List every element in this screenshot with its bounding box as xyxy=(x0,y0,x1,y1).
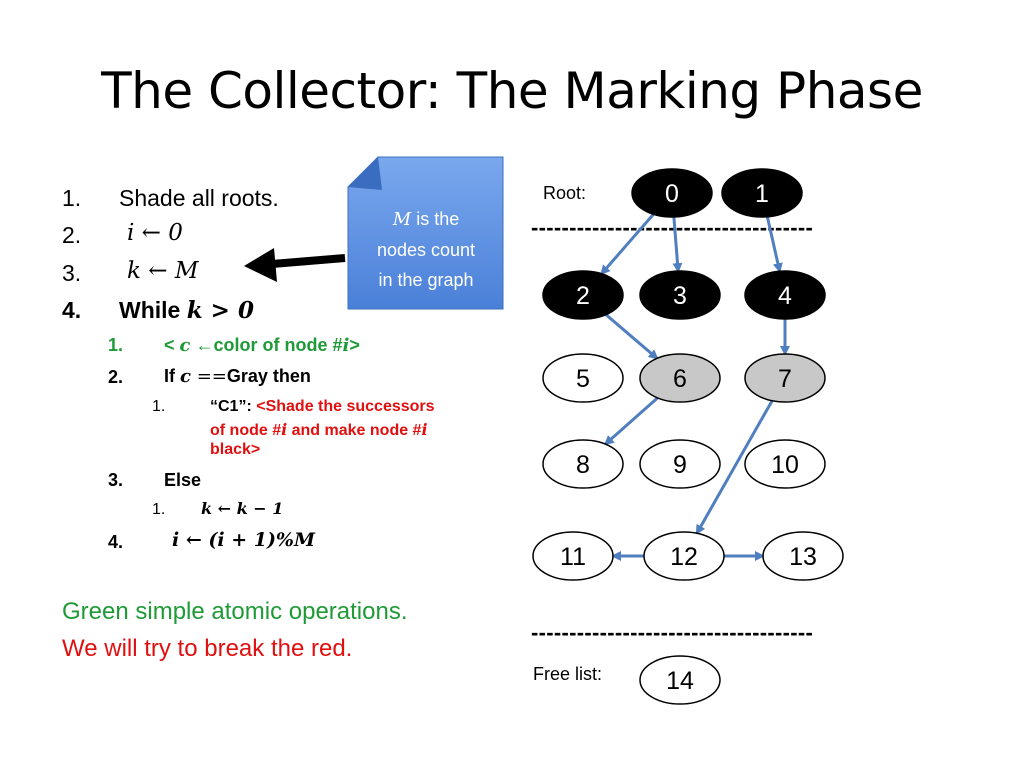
node-0-shape xyxy=(631,168,713,218)
node-1-shape xyxy=(721,168,803,218)
node-11: 11 xyxy=(532,531,614,581)
node-8-shape xyxy=(542,439,624,489)
node-6-label: 6 xyxy=(673,365,687,393)
step-number: 3. xyxy=(62,260,82,286)
edge-1-to-4 xyxy=(765,216,783,274)
node-13-label: 13 xyxy=(789,543,817,571)
pointer-arrow-shaft xyxy=(271,254,346,268)
substep-3-1-math: k ← k − 1 xyxy=(201,499,284,518)
node-7-label: 7 xyxy=(778,365,792,393)
step-1-text: Shade all roots. xyxy=(119,185,279,211)
substep-number: 1. xyxy=(108,335,124,355)
edge-0-to-3 xyxy=(672,216,683,274)
substep-1-text: < c ←color of node #i> xyxy=(164,335,360,356)
root-label: Root: xyxy=(543,183,587,203)
substep-number: 3. xyxy=(108,470,124,490)
callout-text: M is the nodes count in the graph xyxy=(355,204,497,295)
substep-3-text: Else xyxy=(164,470,202,490)
edge-0-to-2 xyxy=(600,213,655,276)
step-4-text: While k > 0 xyxy=(119,297,254,324)
node-8-label: 8 xyxy=(576,451,590,479)
substep-4-math: i ← (i + 1)%M xyxy=(172,529,316,551)
free-list-divider: ------------------------------------- xyxy=(531,620,814,645)
step-2-math: i ← 0 xyxy=(127,220,183,246)
substep-number: 1. xyxy=(152,398,166,415)
node-0: 0 xyxy=(631,168,713,218)
step-number: 2. xyxy=(62,222,82,248)
node-8: 8 xyxy=(542,439,624,489)
node-9-shape xyxy=(639,439,721,489)
substep-number: 1. xyxy=(152,501,166,518)
node-14-label: 14 xyxy=(666,667,694,695)
node-5-shape xyxy=(542,353,624,403)
free-list-label: Free list: xyxy=(533,664,603,684)
green-note: Green simple atomic operations. xyxy=(62,598,408,625)
node-1: 1 xyxy=(721,168,803,218)
node-4-label: 4 xyxy=(778,282,792,310)
step-3-math: k ← M xyxy=(127,258,199,284)
node-12-label: 12 xyxy=(670,543,698,571)
root-divider: ------------------------------------- xyxy=(531,215,814,240)
node-13-shape xyxy=(762,531,844,581)
step-4-label: While xyxy=(119,297,181,323)
node-0-label: 0 xyxy=(665,180,679,208)
edge-2-to-6 xyxy=(604,313,659,360)
callout-line-3: in the graph xyxy=(378,270,474,290)
callout-line-2: nodes count xyxy=(376,240,476,260)
node-5-label: 5 xyxy=(576,365,590,393)
node-4: 4 xyxy=(744,270,826,320)
c1-line-2: of node #i and make node #i xyxy=(210,420,428,439)
node-3: 3 xyxy=(639,270,721,320)
red-note: We will try to break the red. xyxy=(62,635,353,662)
node-4-shape xyxy=(744,270,826,320)
step-4-math: k > 0 xyxy=(186,297,254,324)
callout-fold xyxy=(348,157,382,190)
node-11-label: 11 xyxy=(560,543,586,571)
step-number: 1. xyxy=(62,185,82,211)
edge-7-to-12 xyxy=(695,399,774,536)
node-2-label: 2 xyxy=(576,282,590,310)
step-number: 4. xyxy=(62,297,82,323)
node-12: 12 xyxy=(643,531,725,581)
c1-line-1: “C1”: <Shade the successors xyxy=(210,398,435,415)
slide-title: The Collector: The Marking Phase xyxy=(101,62,923,120)
node-1-label: 1 xyxy=(755,180,769,208)
node-10-shape xyxy=(744,439,826,489)
node-5: 5 xyxy=(542,353,624,403)
substep-2-text: If c ==Gray then xyxy=(164,366,311,387)
node-13: 13 xyxy=(762,531,844,581)
callout-line-1: M is the xyxy=(392,209,460,230)
node-7: 7 xyxy=(744,353,826,403)
node-9-label: 9 xyxy=(673,451,687,479)
c1-line-3: black> xyxy=(210,441,261,458)
substep-number: 2. xyxy=(108,367,124,387)
node-3-shape xyxy=(639,270,721,320)
node-2-shape xyxy=(542,270,624,320)
node-2: 2 xyxy=(542,270,624,320)
substep-number: 4. xyxy=(108,532,124,552)
edge-6-to-8 xyxy=(603,396,659,446)
node-12-shape xyxy=(643,531,725,581)
node-3-label: 3 xyxy=(673,282,687,310)
node-14-shape xyxy=(639,655,721,705)
node-9: 9 xyxy=(639,439,721,489)
node-10-label: 10 xyxy=(771,451,799,479)
node-11-shape xyxy=(532,531,614,581)
node-14: 14 xyxy=(639,655,721,705)
pointer-arrow-head xyxy=(244,248,277,282)
node-6-shape xyxy=(639,353,721,403)
node-6: 6 xyxy=(639,353,721,403)
node-7-shape xyxy=(744,353,826,403)
node-10: 10 xyxy=(744,439,826,489)
